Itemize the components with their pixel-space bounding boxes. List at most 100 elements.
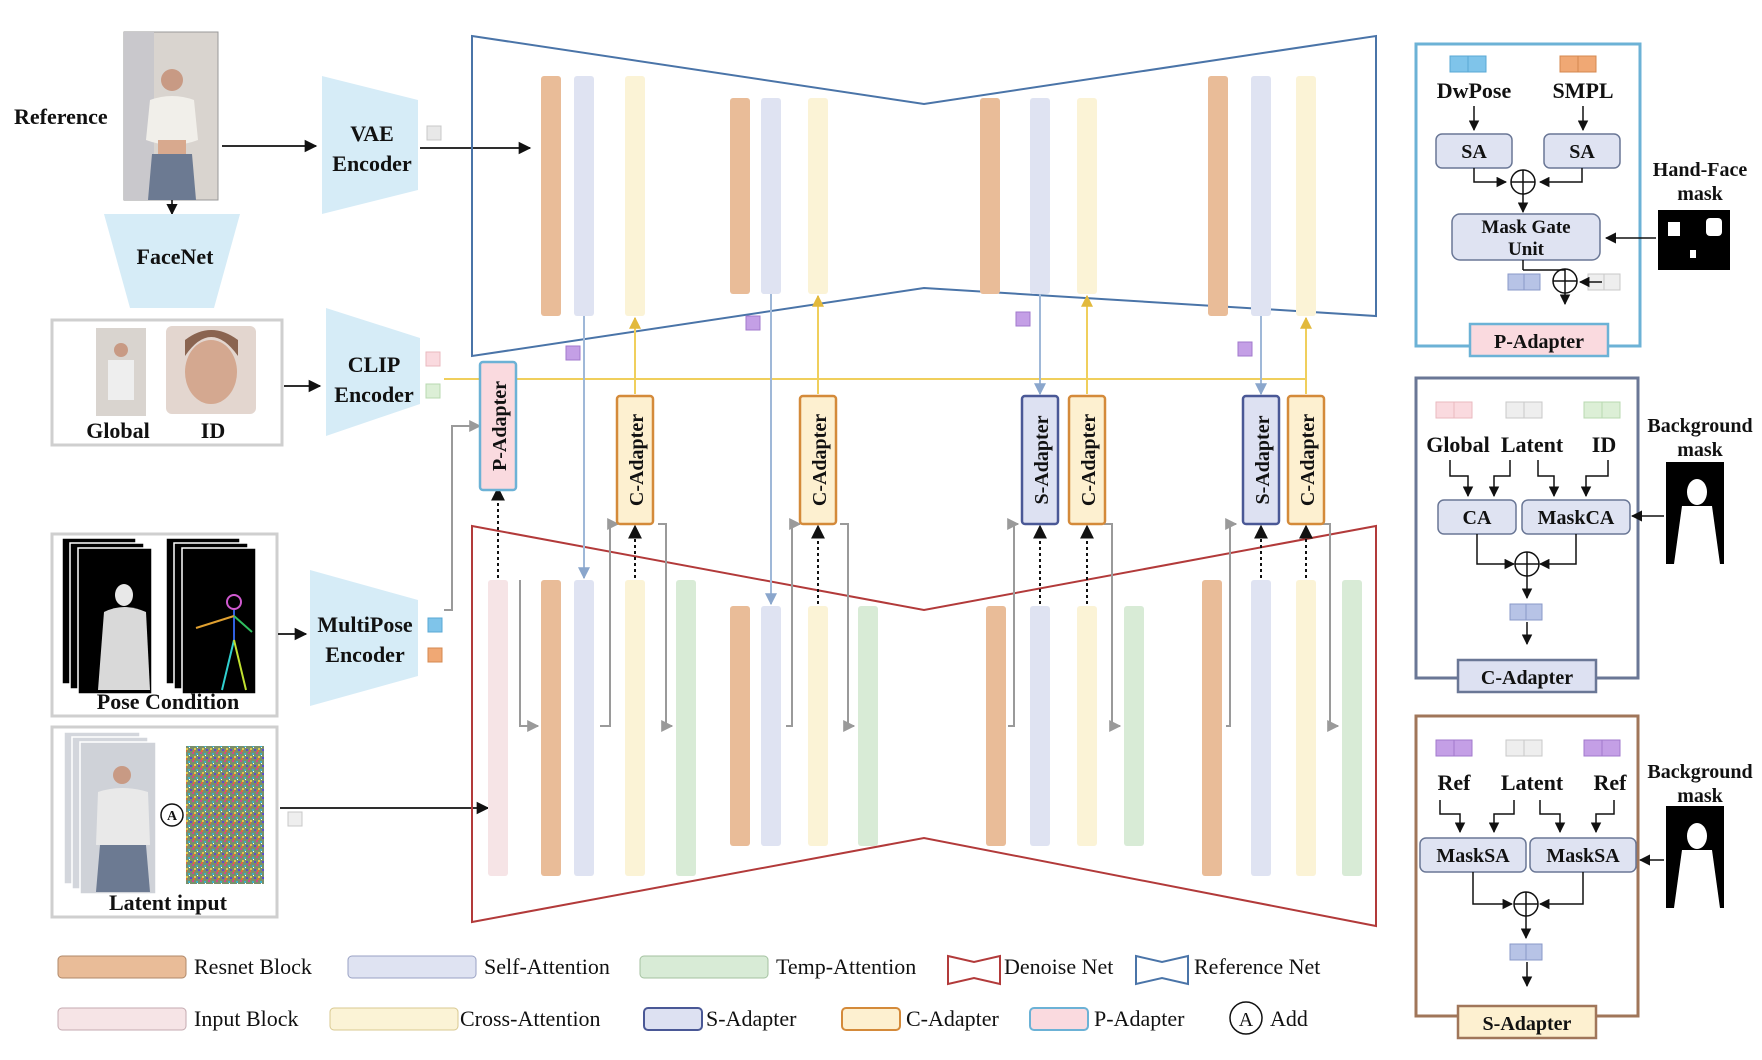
refnet-self-attention-1 xyxy=(574,76,594,316)
denoise-self-attention-3 xyxy=(1030,606,1050,846)
legend-swatch-p-adapter xyxy=(1029,1007,1089,1031)
reference-net-blocks xyxy=(541,76,1316,316)
refnet-self-attention-3 xyxy=(1030,98,1050,294)
c-adapter-block-2: C-Adapter xyxy=(798,394,838,526)
legend-swatch-self-attention xyxy=(347,955,477,979)
refnet-resnet-block-2 xyxy=(730,98,750,294)
legend-label-temp-attention: Temp-Attention xyxy=(776,954,916,979)
legend-add-symbol: A xyxy=(1239,1009,1254,1031)
input-block xyxy=(488,580,508,876)
id-cube-c xyxy=(1583,401,1603,419)
ref-feature-cube-2 xyxy=(745,315,761,331)
pose-condition-box xyxy=(50,532,279,718)
svg-text:C-Adapter: C-Adapter xyxy=(1078,414,1100,506)
ref-cube-s2 xyxy=(1583,739,1603,757)
svg-text:C-Adapter: C-Adapter xyxy=(1481,667,1573,689)
noise-latent-image xyxy=(186,746,264,884)
denoise-resnet-block-4 xyxy=(1202,580,1222,876)
refnet-resnet-block-1 xyxy=(541,76,561,316)
c-panel-latent-label: Latent xyxy=(1501,432,1564,457)
s-adapter-block-2: S-Adapter xyxy=(1241,394,1281,526)
s-output-cube xyxy=(1509,943,1527,961)
refnet-resnet-block-4 xyxy=(1208,76,1228,316)
global-label: Global xyxy=(86,418,150,443)
vae-encoder-label-1: VAE xyxy=(350,121,394,146)
legend-label-reference-net: Reference Net xyxy=(1194,954,1320,979)
svg-text:SA: SA xyxy=(1569,141,1595,163)
c-output-cube xyxy=(1509,603,1527,621)
reference-net-outline xyxy=(471,34,1377,358)
denoise-cross-attention-2 xyxy=(808,606,828,846)
dwpose-label: DwPose xyxy=(1437,78,1512,103)
refnet-cross-attention-1 xyxy=(625,76,645,316)
s-panel-ref-label-2: Ref xyxy=(1594,770,1628,795)
legend-label-s-adapter: S-Adapter xyxy=(706,1006,797,1031)
latent-token-cube xyxy=(426,125,442,141)
denoise-self-attention-4 xyxy=(1251,580,1271,876)
c-background-mask-label-2: mask xyxy=(1677,439,1723,461)
latent-cube-s xyxy=(1505,739,1525,757)
legend-label-p-adapter: P-Adapter xyxy=(1094,1006,1185,1031)
multipose-encoder xyxy=(310,570,418,706)
global-cube-c xyxy=(1435,401,1455,419)
c-background-mask-image xyxy=(1666,462,1724,564)
c-adapter-block-3: C-Adapter xyxy=(1067,394,1107,526)
denoise-temp-attention-3 xyxy=(1124,606,1144,846)
denoise-self-attention-2 xyxy=(761,606,781,846)
c-panel-global-label: Global xyxy=(1426,432,1490,457)
add-symbol xyxy=(160,803,184,827)
denoise-cross-attention-1 xyxy=(625,580,645,876)
refnet-cross-attention-3 xyxy=(1077,98,1097,294)
denoise-cross-attention-3 xyxy=(1077,606,1097,846)
svg-text:C-Adapter: C-Adapter xyxy=(626,414,648,506)
svg-text:MaskSA: MaskSA xyxy=(1436,845,1510,867)
vae-encoder xyxy=(322,76,418,214)
denoise-cross-attention-4 xyxy=(1296,580,1316,876)
denoise-self-attention-1 xyxy=(574,580,594,876)
multipose-encoder-label-1: MultiPose xyxy=(317,612,413,637)
svg-text:SA: SA xyxy=(1461,141,1487,163)
latent-input-box: A xyxy=(50,725,279,919)
refnet-resnet-block-3 xyxy=(980,98,1000,294)
multipose-encoder-label-2: Encoder xyxy=(325,642,405,667)
denoise-resnet-block-1 xyxy=(541,580,561,876)
c-adapter-panel: Global Latent ID CA MaskCA C-Adapter xyxy=(1414,376,1640,694)
refnet-cross-attention-2 xyxy=(808,98,828,294)
c-adapter-block-1: C-Adapter xyxy=(615,394,655,526)
s-adapter-panel-title xyxy=(1456,1004,1598,1040)
denoise-resnet-block-3 xyxy=(986,606,1006,846)
skip-connection-lines xyxy=(444,420,1340,732)
legend-icon-denoise-net xyxy=(947,954,1001,986)
smpl-label: SMPL xyxy=(1552,78,1613,103)
legend-swatch-cross-attention xyxy=(329,1007,459,1031)
c-adapter-panel-title xyxy=(1456,658,1598,694)
refnet-cross-attention-4 xyxy=(1296,76,1316,316)
cross-attention-condition-lines xyxy=(444,294,1312,394)
clip-encoder xyxy=(326,308,420,436)
legend-label-resnet: Resnet Block xyxy=(194,954,312,979)
svg-text:Mask Gate: Mask Gate xyxy=(1481,217,1570,238)
smpl-token-cube xyxy=(427,647,443,663)
legend-label-input-block: Input Block xyxy=(194,1006,299,1031)
svg-text:MaskCA: MaskCA xyxy=(1538,507,1615,529)
s-panel-latent-label: Latent xyxy=(1501,770,1564,795)
legend-label-c-adapter: C-Adapter xyxy=(906,1006,1000,1031)
hand-face-mask-image xyxy=(1658,210,1730,270)
svg-text:MaskSA: MaskSA xyxy=(1546,845,1620,867)
s-adapter-block-1: S-Adapter xyxy=(1020,394,1060,526)
ref-cube-s1 xyxy=(1435,739,1455,757)
clip-encoder-label-2: Encoder xyxy=(334,382,414,407)
p-adapter-block: P-Adapter xyxy=(478,360,518,492)
refnet-self-attention-4 xyxy=(1251,76,1271,316)
latent-input-label: Latent input xyxy=(109,890,228,915)
denoise-temp-attention-1 xyxy=(676,580,696,876)
s-background-mask-image xyxy=(1666,806,1724,908)
ref-feature-cube-4 xyxy=(1237,341,1253,357)
p-adapter-panel: DwPose SMPL SA SA Mask Gate Unit P-Adapt… xyxy=(1414,42,1642,358)
s-background-mask-label-2: mask xyxy=(1677,785,1723,807)
clip-encoder-label-1: CLIP xyxy=(348,352,401,377)
legend-label-add: Add xyxy=(1270,1006,1308,1031)
legend-swatch-s-adapter xyxy=(643,1007,703,1031)
legend-label-self-attention: Self-Attention xyxy=(484,954,610,979)
